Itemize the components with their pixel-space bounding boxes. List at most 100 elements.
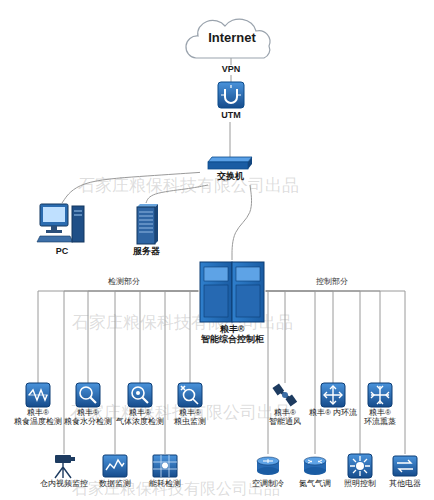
sensor-node: 粮丰® 智能通风	[261, 383, 309, 435]
cabinet-icon	[200, 262, 232, 322]
cooling-icon	[263, 459, 273, 463]
temperature-icon	[26, 383, 50, 407]
switch-icon	[208, 157, 252, 162]
node-label: UTM	[206, 110, 256, 120]
circulation-icon	[321, 383, 345, 407]
node-label: 数据监测	[89, 480, 141, 489]
cabinet-icon	[198, 262, 266, 322]
moisture-icon	[80, 387, 92, 399]
sensor-node: 粮丰® 气体浓度检测	[116, 383, 164, 435]
pest-icon	[178, 383, 202, 407]
moisture-icon	[76, 383, 100, 407]
nitrogen-icon	[308, 460, 322, 463]
cabinet-icon	[236, 285, 260, 317]
node-label: 交换机	[200, 171, 260, 181]
cabinet-icon	[198, 291, 266, 292]
node-label: 空调制冷	[242, 480, 294, 489]
camera-icon	[71, 457, 75, 461]
node-label: 服务器	[122, 246, 170, 256]
utm-icon	[218, 82, 244, 108]
server-icon	[139, 212, 153, 232]
lighting-icon	[348, 454, 372, 478]
fumigation-icon	[371, 386, 389, 404]
link-label: VPN	[220, 65, 243, 75]
gas-icon	[128, 383, 152, 407]
node-label: 粮丰® 智能通风	[261, 409, 309, 426]
switch-icon	[208, 162, 248, 169]
pest-icon	[184, 390, 195, 401]
fumigation-icon	[371, 386, 389, 404]
device-node: 氮气气调	[289, 454, 341, 496]
device-node: 其他电器	[379, 454, 431, 496]
connector-line	[232, 185, 252, 260]
camera-icon	[55, 455, 75, 478]
device-node: 空调制冷	[242, 454, 294, 496]
camera-icon	[55, 455, 71, 463]
utm-icon	[221, 85, 241, 95]
data-monitor-icon	[103, 455, 127, 477]
watermark: 石家庄粮保科技有限公司出品	[78, 174, 299, 197]
moisture-icon	[91, 398, 97, 404]
lighting-icon	[348, 454, 372, 478]
node-label: 其他电器	[379, 480, 431, 489]
pc-icon	[43, 207, 65, 222]
circulation-icon	[324, 386, 342, 404]
node-label: 仓内视频监控	[38, 480, 90, 489]
camera-icon	[55, 463, 71, 478]
server-icon	[155, 204, 158, 244]
nitrogen-icon	[304, 467, 326, 475]
switch-icon	[248, 157, 252, 169]
pc-icon	[72, 206, 84, 242]
sensor-node: 粮丰® 粮食温度检测	[14, 383, 62, 435]
pest-icon	[178, 383, 202, 407]
sensor-node: 粮丰® 粮虫监测	[166, 383, 214, 435]
appliance-icon	[393, 456, 417, 476]
cabinet-icon	[204, 267, 228, 281]
pc-icon	[46, 230, 62, 233]
nitrogen-icon	[304, 457, 326, 475]
cloud-node: Internet	[184, 18, 280, 58]
fumigation-icon	[368, 383, 392, 407]
sensor-node: 粮丰® 内环流	[309, 383, 357, 435]
cooling-icon	[257, 467, 279, 475]
cabinet-icon	[232, 262, 264, 322]
sensor-node: 粮丰® 粮食水分检测	[64, 383, 112, 435]
server-icon	[137, 207, 155, 244]
connector-line	[266, 291, 285, 383]
pc-icon	[51, 226, 57, 230]
connector-line	[88, 291, 198, 383]
lighting-icon	[356, 462, 364, 470]
gas-icon	[143, 398, 149, 404]
section-label: 检测部分	[108, 276, 140, 287]
ventilation-icon	[280, 391, 290, 399]
connector-line	[38, 291, 198, 383]
server-icon	[137, 204, 158, 244]
node-label: 粮丰® 粮食水分检测	[64, 409, 112, 426]
ventilation-icon	[282, 392, 288, 398]
temperature-icon	[28, 395, 48, 396]
switch-icon	[208, 157, 252, 169]
data-monitor-icon	[106, 460, 124, 470]
pc-icon	[37, 236, 73, 242]
temperature-icon	[29, 390, 47, 400]
fumigation-icon	[368, 383, 392, 407]
lighting-icon	[350, 456, 370, 476]
node-label: 照明控制	[334, 480, 386, 489]
energy-icon	[153, 455, 177, 477]
node-label: 粮丰® 粮虫监测	[166, 409, 214, 426]
gas-icon	[128, 383, 152, 407]
node-label: 能耗检测	[139, 480, 191, 489]
section-label: 控制部分	[316, 276, 348, 287]
sensor-node: 粮丰® 环流熏蒸	[356, 383, 404, 435]
energy-icon	[153, 455, 177, 477]
appliance-icon	[397, 460, 413, 472]
connector-line	[266, 291, 380, 383]
firewall-node: UTM	[206, 82, 256, 122]
cooling-icon	[257, 457, 279, 475]
device-node: 仓内视频监控	[38, 454, 90, 496]
device-node: 能耗检测	[139, 454, 191, 496]
cabinet-node: 粮丰® 智能综合控制柜	[198, 260, 266, 350]
pest-icon	[181, 386, 198, 404]
circulation-icon	[324, 386, 342, 404]
